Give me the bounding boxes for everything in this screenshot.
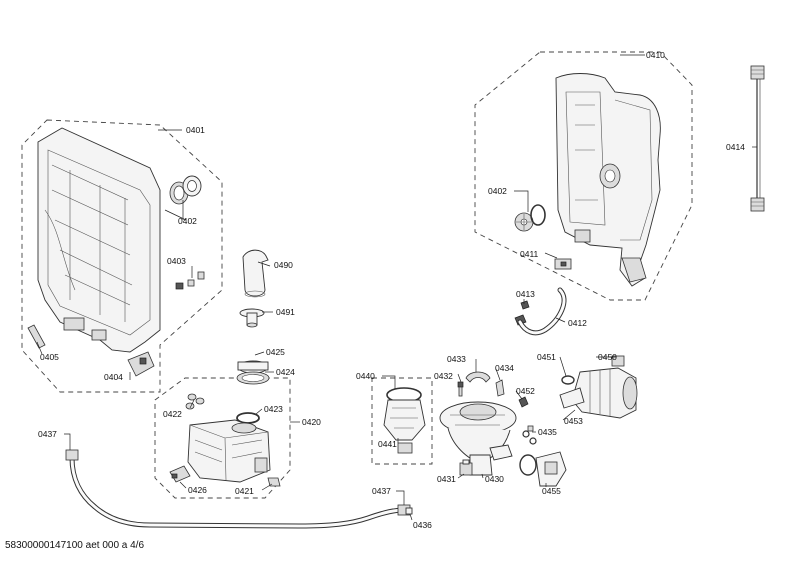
part-labels: 0401 0402 0403 0405 0404 0490 0491 0425 … (38, 50, 745, 530)
label-0412: 0412 (568, 318, 587, 328)
label-0430: 0430 (485, 474, 504, 484)
label-0437-left: 0437 (38, 429, 57, 439)
sump-assembly (439, 401, 517, 476)
funnel-part (242, 249, 269, 298)
label-0420: 0420 (302, 417, 321, 427)
side-duct-part (555, 73, 661, 287)
softener-lid (236, 360, 270, 385)
label-0440: 0440 (356, 371, 375, 381)
sensor-0455 (519, 451, 567, 487)
label-0437-right: 0437 (372, 486, 391, 496)
label-0451: 0451 (537, 352, 556, 362)
check-valve-0431 (459, 459, 473, 476)
leader-lines (36, 54, 757, 521)
group-outline-left-panel (21, 119, 223, 393)
label-0402-right: 0402 (488, 186, 507, 196)
small-hose-assembly (514, 287, 567, 336)
ring-seal-left (169, 175, 202, 205)
label-0424: 0424 (276, 367, 295, 377)
label-0435: 0435 (538, 427, 557, 437)
label-0490: 0490 (274, 260, 293, 270)
label-0441: 0441 (378, 439, 397, 449)
label-0452: 0452 (516, 386, 535, 396)
bracket-part (27, 324, 46, 349)
valve-part-0426 (169, 465, 191, 483)
small-clip-0421 (267, 477, 281, 487)
label-0422: 0422 (163, 409, 182, 419)
label-0450: 0450 (598, 352, 617, 362)
water-softener-unit (187, 419, 271, 483)
clip-0433 (465, 371, 491, 383)
label-0414: 0414 (726, 142, 745, 152)
label-0405: 0405 (40, 352, 59, 362)
label-0421: 0421 (235, 486, 254, 496)
label-0433: 0433 (447, 354, 466, 364)
label-0411: 0411 (520, 249, 539, 259)
valve-part (127, 351, 155, 377)
label-0404: 0404 (104, 372, 123, 382)
group-outline-filter (371, 377, 433, 465)
screw-0432 (457, 381, 464, 397)
cable-harness (750, 65, 765, 212)
drain-hose (65, 449, 413, 529)
label-0410: 0410 (646, 50, 665, 60)
label-0453: 0453 (564, 416, 583, 426)
side-panel-part (37, 127, 161, 353)
small-seals (185, 393, 205, 410)
label-0413: 0413 (516, 289, 535, 299)
clip-parts (175, 271, 205, 290)
label-0423: 0423 (264, 404, 283, 414)
clamp-0452 (518, 396, 529, 408)
label-0436: 0436 (413, 520, 432, 530)
cap-part (239, 308, 265, 328)
clip-0434 (495, 379, 505, 397)
group-outline-side-duct (474, 51, 693, 301)
label-0403: 0403 (167, 256, 186, 266)
seals-0435 (522, 425, 537, 445)
label-0401: 0401 (186, 125, 205, 135)
document-reference: 58300000147100 aet 000 a 4/6 (5, 540, 145, 551)
connector-0411 (554, 258, 572, 270)
label-0431: 0431 (437, 474, 456, 484)
filter-assembly (383, 387, 426, 454)
label-0425: 0425 (266, 347, 285, 357)
label-0402-left: 0402 (178, 216, 197, 226)
label-0434: 0434 (495, 363, 514, 373)
label-0432: 0432 (434, 371, 453, 381)
label-0491: 0491 (276, 307, 295, 317)
circulation-pump (559, 355, 638, 419)
label-0426: 0426 (188, 485, 207, 495)
label-0455: 0455 (542, 486, 561, 496)
ring-seal-right (514, 204, 546, 232)
